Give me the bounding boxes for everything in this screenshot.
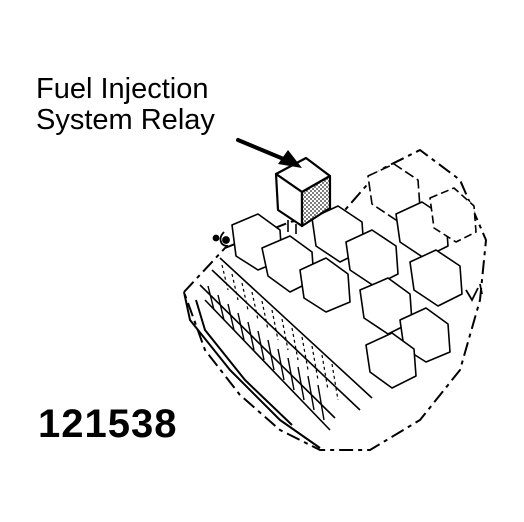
- figure-number: 121538: [38, 402, 178, 446]
- callout-line-1: Fuel Injection: [36, 73, 209, 105]
- panel-markings: [212, 231, 483, 302]
- relay-blocks: [231, 163, 477, 389]
- relay-callout-label: Fuel Injection System Relay: [36, 74, 276, 136]
- callout-arrow: [236, 138, 302, 168]
- fuel-injection-relay: [274, 156, 332, 234]
- fuse-panel-outline: [183, 149, 487, 451]
- fuse-strip: [199, 257, 373, 431]
- callout-line-2: System Relay: [36, 104, 215, 136]
